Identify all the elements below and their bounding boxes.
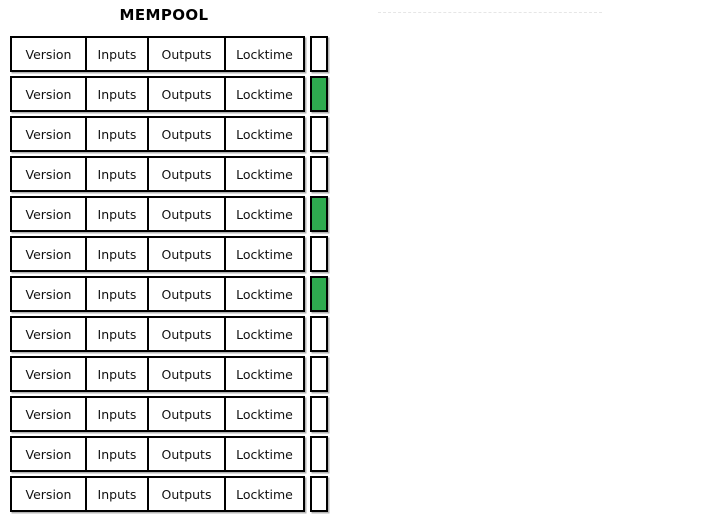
status-badge[interactable]	[310, 396, 328, 432]
status-badge[interactable]	[310, 476, 328, 512]
cell-outputs[interactable]: Outputs	[149, 158, 226, 190]
cell-inputs[interactable]: Inputs	[87, 38, 149, 70]
cell-outputs[interactable]: Outputs	[149, 238, 226, 270]
cell-inputs[interactable]: Inputs	[87, 118, 149, 150]
status-badge[interactable]	[310, 196, 328, 232]
status-badge[interactable]	[310, 116, 328, 152]
cell-outputs[interactable]: Outputs	[149, 78, 226, 110]
cell-version[interactable]: Version	[12, 278, 87, 310]
cell-version[interactable]: Version	[12, 438, 87, 470]
cell-locktime[interactable]: Locktime	[226, 158, 303, 190]
cell-locktime[interactable]: Locktime	[226, 238, 303, 270]
cell-inputs[interactable]: Inputs	[87, 238, 149, 270]
cell-inputs[interactable]: Inputs	[87, 438, 149, 470]
cell-locktime[interactable]: Locktime	[226, 318, 303, 350]
cell-version[interactable]: Version	[12, 478, 87, 510]
cell-locktime[interactable]: Locktime	[226, 438, 303, 470]
cell-outputs[interactable]: Outputs	[149, 278, 226, 310]
status-badge[interactable]	[310, 156, 328, 192]
cell-version[interactable]: Version	[12, 358, 87, 390]
cell-version[interactable]: Version	[12, 238, 87, 270]
cell-outputs[interactable]: Outputs	[149, 198, 226, 230]
cell-inputs[interactable]: Inputs	[87, 398, 149, 430]
cell-version[interactable]: Version	[12, 158, 87, 190]
page-title: MEMPOOL	[119, 6, 209, 24]
cell-outputs[interactable]: Outputs	[149, 118, 226, 150]
status-badge[interactable]	[310, 36, 328, 72]
cell-locktime[interactable]: Locktime	[226, 78, 303, 110]
cell-locktime[interactable]: Locktime	[226, 398, 303, 430]
cell-version[interactable]: Version	[12, 318, 87, 350]
cell-outputs[interactable]: Outputs	[149, 358, 226, 390]
status-badge[interactable]	[310, 276, 328, 312]
status-badge[interactable]	[310, 76, 328, 112]
cell-inputs[interactable]: Inputs	[87, 478, 149, 510]
status-badge[interactable]	[310, 316, 328, 352]
cell-locktime[interactable]: Locktime	[226, 358, 303, 390]
cell-outputs[interactable]: Outputs	[149, 318, 226, 350]
cell-outputs[interactable]: Outputs	[149, 398, 226, 430]
cell-inputs[interactable]: Inputs	[87, 318, 149, 350]
cell-inputs[interactable]: Inputs	[87, 278, 149, 310]
cell-outputs[interactable]: Outputs	[149, 38, 226, 70]
cell-outputs[interactable]: Outputs	[149, 438, 226, 470]
cell-version[interactable]: Version	[12, 38, 87, 70]
top-dashed-rule	[378, 12, 602, 13]
cell-inputs[interactable]: Inputs	[87, 158, 149, 190]
cell-version[interactable]: Version	[12, 398, 87, 430]
cell-version[interactable]: Version	[12, 118, 87, 150]
cell-version[interactable]: Version	[12, 198, 87, 230]
cell-version[interactable]: Version	[12, 78, 87, 110]
status-badge[interactable]	[310, 356, 328, 392]
cell-locktime[interactable]: Locktime	[226, 198, 303, 230]
cell-locktime[interactable]: Locktime	[226, 38, 303, 70]
cell-locktime[interactable]: Locktime	[226, 278, 303, 310]
cell-locktime[interactable]: Locktime	[226, 118, 303, 150]
cell-outputs[interactable]: Outputs	[149, 478, 226, 510]
status-badge[interactable]	[310, 436, 328, 472]
cell-inputs[interactable]: Inputs	[87, 198, 149, 230]
cell-inputs[interactable]: Inputs	[87, 78, 149, 110]
cell-inputs[interactable]: Inputs	[87, 358, 149, 390]
cell-locktime[interactable]: Locktime	[226, 478, 303, 510]
status-badge[interactable]	[310, 236, 328, 272]
